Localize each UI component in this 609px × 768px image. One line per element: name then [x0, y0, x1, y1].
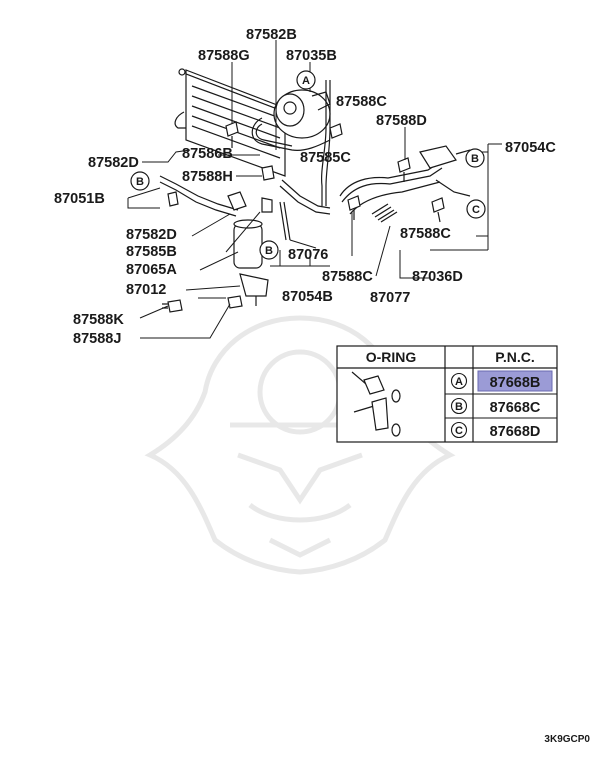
svg-text:B: B — [455, 401, 463, 413]
bolt-87588C-mid — [347, 195, 361, 220]
marker-B-left: B — [130, 171, 150, 191]
fitting-87588J — [227, 295, 243, 309]
label-87582D-left: 87582D — [88, 155, 139, 171]
label-87077: 87077 — [370, 290, 410, 306]
label-87585B: 87585B — [126, 244, 177, 260]
label-87065A: 87065A — [126, 262, 177, 278]
bolt-87588H — [261, 165, 275, 181]
fitting-87582D — [227, 191, 247, 211]
callout-labels: 87582B 87588G 87035B 87588C 87588D 87054… — [54, 27, 556, 347]
label-87012: 87012 — [126, 282, 166, 298]
label-87035B: 87035B — [286, 48, 337, 64]
label-87051B: 87051B — [54, 191, 105, 207]
pnc-value: 87668C — [490, 400, 541, 416]
discharge-hose — [251, 117, 331, 151]
svg-text:B: B — [265, 245, 273, 257]
receiver-drier — [233, 219, 263, 269]
label-87588D: 87588D — [376, 113, 427, 129]
compressor — [273, 89, 331, 139]
label-87588J: 87588J — [73, 331, 121, 347]
label-87588G: 87588G — [198, 48, 250, 64]
pnc-value: 87668B — [490, 375, 541, 391]
fitting-87588K — [162, 299, 183, 313]
label-87588K: 87588K — [73, 312, 124, 328]
marker-B-mid: B — [259, 240, 279, 260]
oring-illustration — [351, 371, 401, 437]
label-87076: 87076 — [288, 247, 328, 263]
svg-text:B: B — [136, 176, 144, 188]
bolt-87588C-top — [329, 123, 343, 139]
svg-text:A: A — [302, 75, 310, 87]
label-87588C-right: 87588C — [400, 226, 451, 242]
bracket-87012 — [239, 273, 269, 306]
svg-text:C: C — [455, 425, 463, 437]
marker-C: C — [466, 199, 486, 219]
footer-code: 3K9GCP0 — [544, 734, 590, 745]
table-header-oring: O-RING — [366, 349, 417, 365]
label-87582B: 87582B — [246, 27, 297, 43]
label-87582D-mid: 87582D — [126, 227, 177, 243]
bolt-87588G — [225, 121, 239, 148]
marker-B-right: B — [465, 148, 485, 168]
label-87036D: 87036D — [412, 269, 463, 285]
pnc-value: 87668D — [490, 424, 541, 440]
pipe-87036D — [339, 161, 441, 197]
suction-pipe-87035B — [320, 80, 327, 206]
bolt-87588D — [397, 157, 411, 182]
marker-A-diagram: A — [296, 70, 316, 90]
pipe-87054B — [281, 179, 331, 209]
pipe-87076 — [279, 201, 291, 241]
bolt-87588C-right — [431, 197, 445, 223]
fitting-87585B — [261, 197, 273, 213]
label-87586B: 87586B — [182, 146, 233, 162]
pnc-highlight — [477, 370, 553, 392]
hose-87077 — [371, 203, 398, 223]
svg-text:C: C — [472, 204, 480, 216]
label-87054C: 87054C — [505, 140, 556, 156]
label-87054B: 87054B — [282, 289, 333, 305]
fitting-87054C — [419, 145, 457, 169]
svg-text:A: A — [455, 376, 463, 388]
label-87588H: 87588H — [182, 169, 233, 185]
oring-pnc-table: O-RING P.N.C. A 87668B B 87668C C 87668D — [336, 345, 558, 443]
table-header-pnc: P.N.C. — [495, 349, 534, 365]
table-row: A 87668B — [450, 370, 553, 392]
pipe-87051B — [159, 175, 239, 211]
label-87588C-mid: 87588C — [322, 269, 373, 285]
table-row: C 87668D — [450, 421, 541, 440]
svg-text:B: B — [471, 153, 479, 165]
table-row: B 87668C — [450, 397, 541, 416]
label-87588C-top: 87588C — [336, 94, 387, 110]
label-87585C: 87585C — [300, 150, 351, 166]
